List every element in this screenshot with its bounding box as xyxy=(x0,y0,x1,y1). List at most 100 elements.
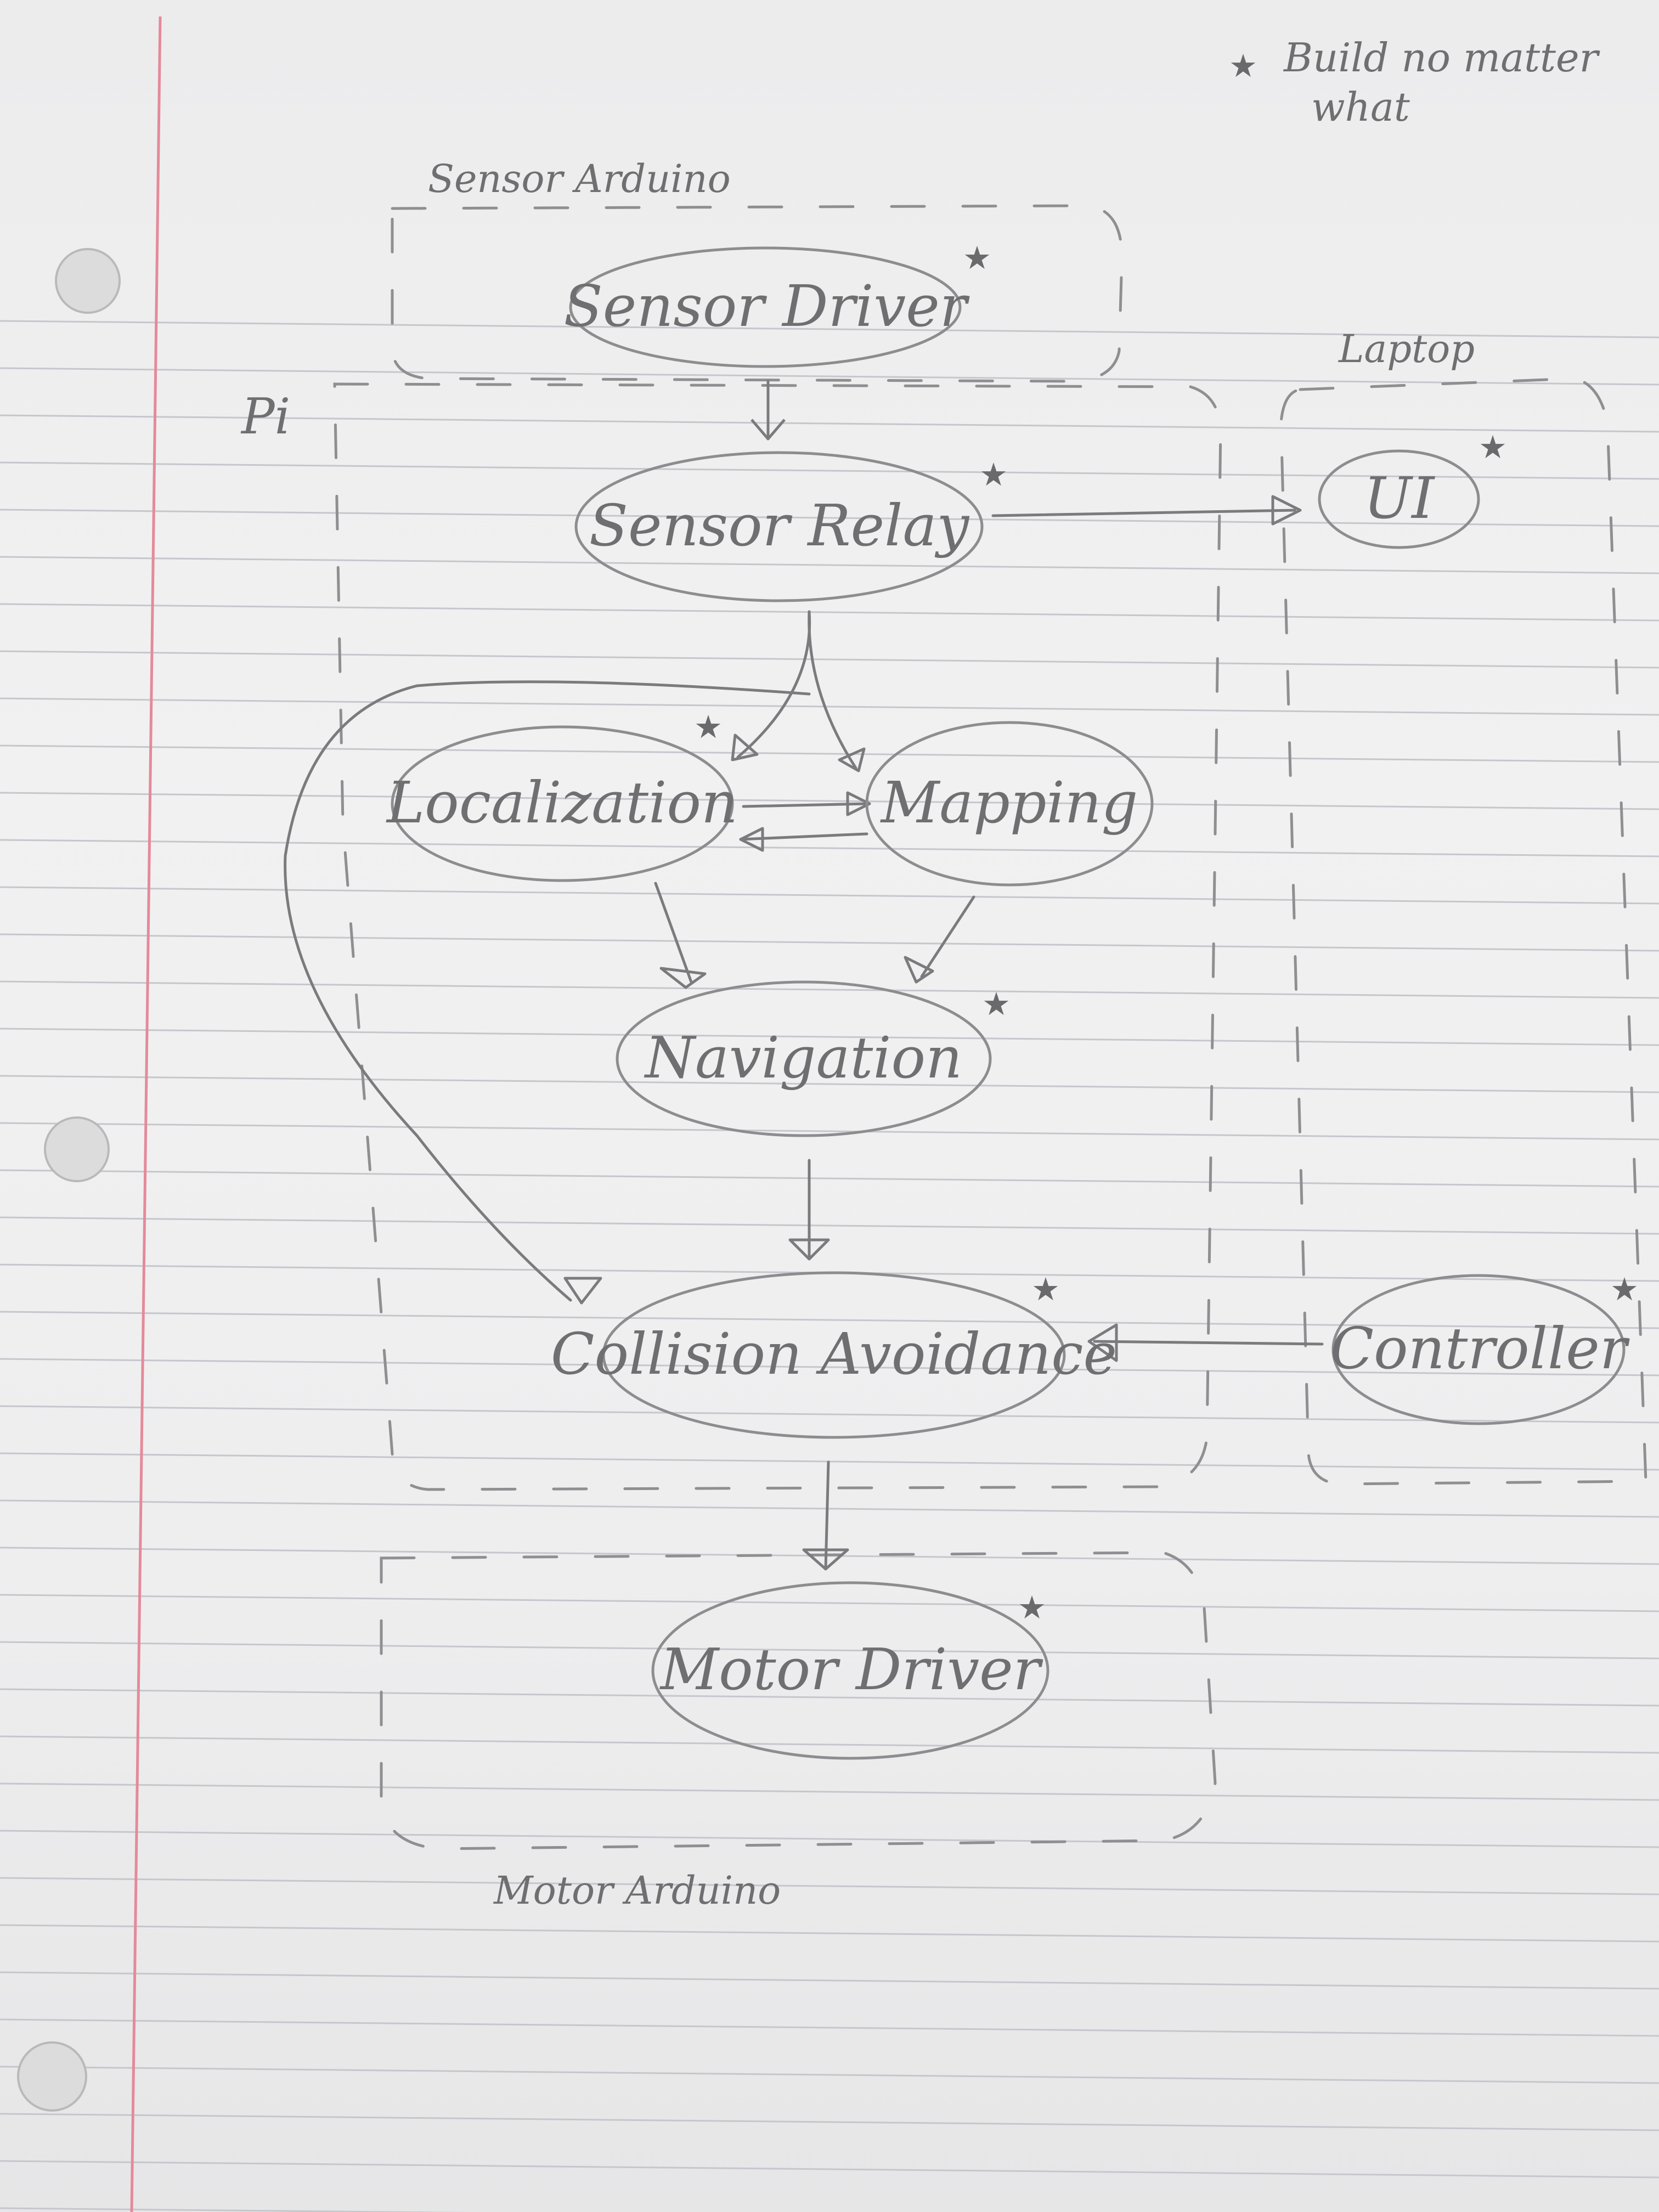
group-label-sensor-arduino: Sensor Arduino xyxy=(428,156,731,201)
ruled-line xyxy=(0,603,1659,622)
star-icon: ★ xyxy=(1610,1271,1639,1308)
edge-collision-avoidance-to-motor-driver xyxy=(824,1460,830,1571)
edge-sensor-relay-to-ui xyxy=(991,509,1296,517)
binder-hole xyxy=(55,248,121,314)
node-ellipse xyxy=(865,721,1154,887)
node-localization: Localization ★ xyxy=(386,708,738,882)
node-ellipse xyxy=(602,1271,1066,1439)
node-sensor-relay: Sensor Relay★ xyxy=(574,451,1008,602)
ruled-line xyxy=(0,1169,1659,1188)
node-label: Controller xyxy=(1330,1315,1629,1382)
legend-star-icon: ★ xyxy=(1229,47,1257,84)
node-navigation: Navigation ★ xyxy=(616,980,1011,1137)
ruled-line xyxy=(0,414,1659,433)
ruled-line xyxy=(0,792,1659,810)
node-controller: Controller ★ xyxy=(1330,1271,1639,1425)
ruled-line xyxy=(0,1688,1659,1707)
edge-mapping-to-navigation xyxy=(920,895,975,978)
ruled-line xyxy=(0,839,1659,857)
binder-hole xyxy=(17,2041,87,2112)
node-ellipse xyxy=(391,725,734,882)
edge-mapping-to-localization xyxy=(739,832,868,841)
ruled-line xyxy=(0,1122,1659,1141)
ruled-line xyxy=(0,1971,1659,1990)
node-label: Mapping xyxy=(880,769,1138,836)
node-motor-driver: Motor Driver★ xyxy=(651,1581,1049,1760)
node-ui: UI ★ xyxy=(1318,428,1507,549)
node-label: UI xyxy=(1364,465,1436,532)
arrowhead xyxy=(904,956,934,984)
margin-line xyxy=(130,16,162,2212)
ruled-line xyxy=(0,2018,1659,2037)
ruled-line xyxy=(0,1311,1659,1329)
node-mapping: Mapping xyxy=(865,721,1154,887)
legend-text-line1: Build no matter xyxy=(1283,35,1600,81)
ruled-line xyxy=(0,320,1659,338)
binder-hole xyxy=(44,1116,110,1182)
arrowhead xyxy=(838,747,866,772)
group-boundary-pi xyxy=(333,382,1222,1491)
ruled-line xyxy=(0,1641,1659,1660)
ruled-line xyxy=(0,461,1659,480)
ruled-line xyxy=(0,980,1659,999)
group-boundary-motor-arduino xyxy=(380,1551,1217,1850)
arrowhead xyxy=(563,1277,602,1305)
ruled-line xyxy=(0,1830,1659,1848)
ruled-line xyxy=(0,1877,1659,1895)
node-sensor-driver: Sensor Driver★ xyxy=(564,239,991,368)
group-boundary-laptop xyxy=(1279,377,1647,1486)
star-icon: ★ xyxy=(1479,428,1507,466)
node-label: Collision Avoidance xyxy=(551,1321,1117,1387)
ruled-line xyxy=(0,2207,470,2212)
ruled-line xyxy=(0,2066,1659,2084)
ruled-line xyxy=(0,933,1659,952)
group-boundary-sensor-arduino xyxy=(391,204,1124,383)
arrowhead xyxy=(1087,1323,1118,1362)
node-ellipse xyxy=(574,451,984,602)
ruled-lines xyxy=(0,320,1659,2212)
edge-sensor-relay-to-localization xyxy=(736,610,811,759)
ruled-line xyxy=(0,1028,1659,1046)
ruled-line xyxy=(0,650,1659,669)
edge-sensor-relay-to-mapping xyxy=(808,610,857,770)
ruled-line xyxy=(0,2113,1659,2131)
star-icon: ★ xyxy=(979,456,1008,493)
node-label: Sensor Relay xyxy=(589,492,970,559)
arrowhead xyxy=(751,419,786,441)
arrowhead xyxy=(731,733,759,761)
node-collision-avoidance: Collision Avoidance★ xyxy=(551,1271,1117,1439)
star-icon: ★ xyxy=(694,708,723,746)
arrowhead xyxy=(788,1238,830,1261)
ruled-line xyxy=(0,1735,1659,1754)
edges xyxy=(284,380,1324,1571)
ruled-line xyxy=(0,509,1659,527)
group-label-laptop: Laptop xyxy=(1338,326,1475,371)
node-ellipse xyxy=(1318,449,1480,549)
node-label: Localization xyxy=(386,769,738,836)
legend-text-line2: what xyxy=(1311,84,1410,130)
arrowhead xyxy=(739,827,764,852)
ruled-line xyxy=(0,2160,1659,2179)
node-ellipse xyxy=(651,1581,1049,1760)
edge-sensor-relay-to-collision-avoidance xyxy=(284,680,811,1302)
ruled-line xyxy=(0,367,1659,386)
ruled-line xyxy=(0,697,1659,716)
node-label: Sensor Driver xyxy=(564,273,970,340)
edge-controller-to-collision-avoidance xyxy=(1093,1340,1324,1346)
group-label-pi: Pi xyxy=(240,388,290,445)
ruled-line xyxy=(0,1358,1659,1376)
ruled-line xyxy=(0,1499,1659,1518)
ruled-line xyxy=(0,1216,1659,1235)
ruled-line xyxy=(0,1405,1659,1424)
node-label: Navigation xyxy=(644,1024,962,1091)
ruled-line xyxy=(0,1782,1659,1801)
ruled-line xyxy=(0,1594,1659,1612)
node-ellipse xyxy=(616,980,992,1137)
ruled-line xyxy=(0,1075,1659,1093)
arrowhead xyxy=(846,791,871,816)
nodes: Sensor Driver★Sensor Relay★UI★Localizati… xyxy=(386,239,1639,1760)
ruled-line xyxy=(0,1924,1659,1943)
ruled-line xyxy=(0,556,1659,574)
star-icon: ★ xyxy=(982,985,1011,1023)
